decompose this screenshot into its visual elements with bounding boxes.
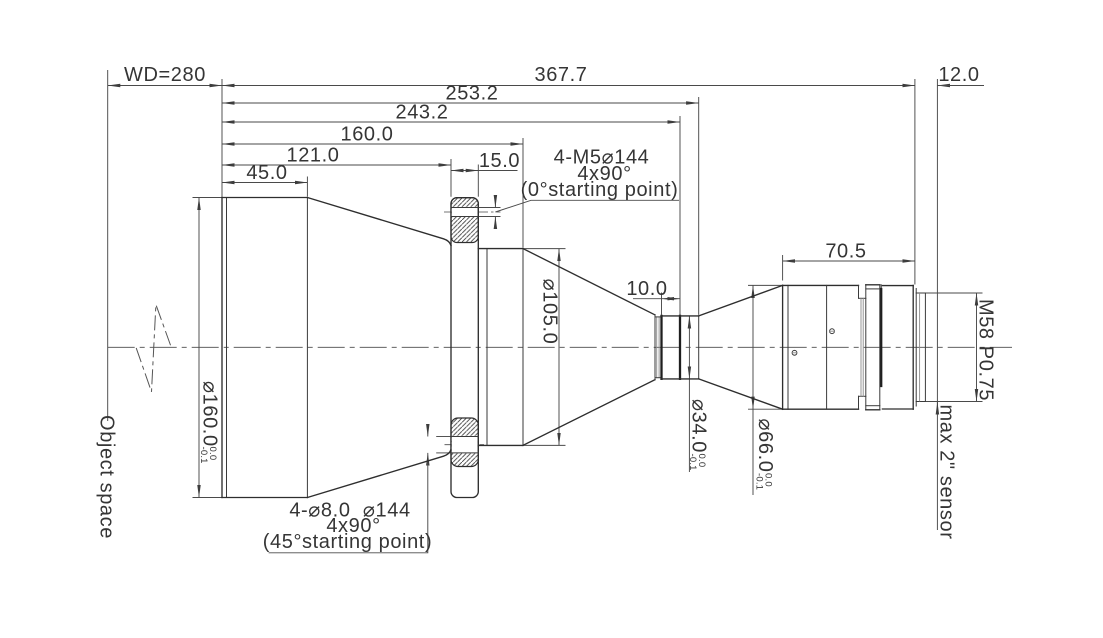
dim-text-m58: M58 P0.75 xyxy=(975,299,997,401)
mid-cone-bottom xyxy=(522,378,656,447)
flange-holes-note-line3: (45°starting point) xyxy=(263,531,432,553)
dim-text-70: 70.5 xyxy=(825,241,866,263)
object-space-group: Object space xyxy=(96,415,118,539)
dim-text-dia66-group: ⌀66.0 0.0 -0.1 xyxy=(754,419,777,491)
mid-cone-top xyxy=(522,247,656,316)
sensor-note-text: max 2" sensor xyxy=(936,405,958,540)
rear-barrel xyxy=(781,284,926,411)
dim-text-121: 121.0 xyxy=(286,145,339,167)
dia8-note-leader xyxy=(268,460,429,554)
object-space-text: Object space xyxy=(96,415,118,539)
dimension-texts: WD=280 367.7 12.0 253.2 243.2 160.0 121.… xyxy=(96,64,997,553)
extension-lines xyxy=(107,70,983,530)
rear-cone-bottom xyxy=(697,378,784,411)
dim-text-dia34-tol-upper: 0.0 xyxy=(696,454,707,468)
dim-text-243: 243.2 xyxy=(395,102,448,124)
dim-text-12: 12.0 xyxy=(938,64,979,86)
flange-holes-note-line1: 4-⌀8.0 ⌀144 xyxy=(289,500,410,522)
flange-section-top xyxy=(450,197,479,244)
dim-text-dia160: ⌀160.0 xyxy=(199,381,221,447)
dim-text-10: 10.0 xyxy=(626,278,667,300)
dim-text-dia105-group: ⌀105.0 xyxy=(539,279,561,345)
rear-cone-top xyxy=(697,284,784,317)
dim-text-dia160-tol-lower: -0.1 xyxy=(198,447,209,464)
sensor-note-group: max 2" sensor xyxy=(936,405,958,540)
flange-holes-note: 4-⌀8.0 ⌀144 4x90° (45°starting point) xyxy=(263,500,432,554)
m5-note-leader xyxy=(495,199,679,213)
dim-text-dia66-tol-upper: 0.0 xyxy=(763,473,774,487)
mid-section xyxy=(477,247,656,447)
front-holes-note-line1: 4-M5⌀144 xyxy=(554,147,650,169)
dim-text-dia160-group: ⌀160.0 0.0 -0.1 xyxy=(198,381,221,464)
front-holes-note: 4-M5⌀144 4x90° (0°starting point) xyxy=(521,147,679,202)
dim-text-m58-group: M58 P0.75 xyxy=(975,299,997,401)
lens-body xyxy=(221,196,926,499)
dim-text-dia160-tol-upper: 0.0 xyxy=(207,447,218,461)
dim-text-overall: 367.7 xyxy=(534,64,587,86)
dim-text-160: 160.0 xyxy=(340,124,393,146)
dia8-hole-bore xyxy=(451,436,478,453)
front-cone-bottom xyxy=(306,448,452,499)
dim-text-15: 15.0 xyxy=(479,150,520,172)
dim-text-dia34-group: ⌀34.0 0.0 -0.1 xyxy=(687,399,710,471)
m5-hole-bore xyxy=(451,207,478,217)
dim-text-dia34-tol-lower: -0.1 xyxy=(687,454,698,471)
dim-text-wd: WD=280 xyxy=(124,64,206,86)
mounting-flange xyxy=(450,197,479,499)
dim-text-dia66-tol-lower: -0.1 xyxy=(754,473,765,490)
front-cone-top xyxy=(306,196,452,247)
axis-break-symbol xyxy=(135,304,172,392)
dim-text-dia34: ⌀34.0 xyxy=(688,399,710,453)
front-holes-note-line2: 4x90° xyxy=(577,163,631,185)
dim-text-253: 253.2 xyxy=(445,83,498,105)
front-holes-note-line3: (0°starting point) xyxy=(521,179,679,201)
dim-text-dia105: ⌀105.0 xyxy=(539,279,561,345)
dim-text-dia66: ⌀66.0 xyxy=(754,419,776,473)
flange-holes-note-line2: 4x90° xyxy=(326,515,380,537)
waist-section xyxy=(654,284,784,411)
dim-text-45: 45.0 xyxy=(246,162,287,184)
dimension-lines xyxy=(107,83,984,554)
